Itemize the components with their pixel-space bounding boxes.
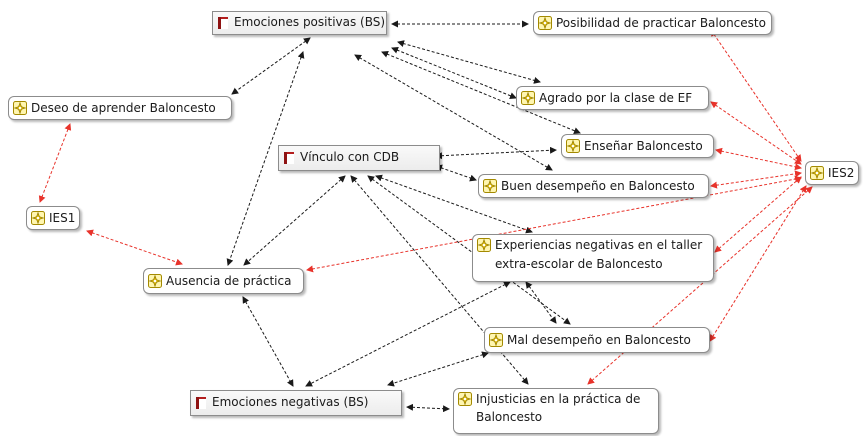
node-label: Agrado por la clase de EF: [539, 90, 693, 105]
node-emociones-negativas[interactable]: Emociones negativas (BS): [190, 390, 402, 416]
node-label: Emociones positivas (BS): [234, 15, 386, 29]
node-label-line-2: extra-escolar de Baloncesto: [495, 257, 663, 271]
document-icon: [216, 16, 230, 30]
relation-line-red: [86, 229, 183, 266]
node-label: Buen desempeño en Baloncesto: [501, 178, 695, 193]
node-injusticias-en-la-practica[interactable]: Injusticias en la práctica de Baloncesto: [453, 388, 659, 434]
relation-line-red: [714, 176, 802, 253]
relation-line: [406, 403, 450, 413]
relation-line: [435, 146, 557, 160]
code-icon: [538, 16, 552, 30]
code-icon: [483, 179, 497, 193]
code-icon: [489, 333, 503, 347]
code-icon: [521, 91, 535, 105]
relation-line-red: [710, 170, 802, 189]
node-label: Deseo de aprender Baloncesto: [31, 100, 216, 115]
node-label: Posibilidad de practicar Baloncesto: [556, 15, 766, 30]
node-deseo-de-aprender-baloncesto[interactable]: Deseo de aprender Baloncesto: [8, 96, 232, 120]
relation-line-red: [710, 29, 802, 162]
node-vinculo-con-cdb[interactable]: Vínculo con CDB: [278, 145, 440, 171]
relation-line: [525, 281, 557, 324]
node-label: IES2: [828, 165, 855, 180]
relation-line-red: [306, 175, 802, 273]
node-label: Emociones negativas (BS): [212, 395, 369, 409]
node-ensenar-baloncesto[interactable]: Enseñar Baloncesto: [561, 134, 714, 158]
relation-line: [387, 351, 489, 387]
node-label: IES1: [49, 210, 76, 225]
relation-line: [231, 37, 311, 95]
code-icon: [566, 139, 580, 153]
node-label: Mal desempeño en Baloncesto: [507, 332, 691, 347]
relation-line-red: [38, 123, 72, 203]
document-icon: [194, 396, 208, 410]
node-mal-desempeno-en-baloncesto[interactable]: Mal desempeño en Baloncesto: [484, 327, 710, 353]
node-ies1[interactable]: IES1: [26, 206, 80, 230]
code-icon: [31, 211, 45, 225]
code-icon: [810, 166, 824, 180]
node-label: Enseñar Baloncesto: [584, 138, 703, 153]
node-agrado-por-la-clase-de-ef[interactable]: Agrado por la clase de EF: [516, 86, 709, 110]
code-icon: [13, 101, 27, 115]
node-experiencias-negativas[interactable]: Experiencias negativas en el taller extr…: [472, 234, 714, 282]
code-icon: [477, 238, 491, 252]
relation-line: [391, 46, 517, 100]
relation-line-red: [710, 101, 802, 165]
document-icon: [282, 151, 296, 165]
node-posibilidad-de-practicar-baloncesto[interactable]: Posibilidad de practicar Baloncesto: [533, 11, 772, 35]
relation-line: [435, 164, 477, 182]
relation-line: [305, 281, 511, 387]
relation-line: [226, 51, 305, 266]
code-icon: [148, 274, 162, 288]
node-emociones-positivas[interactable]: Emociones positivas (BS): [212, 11, 387, 35]
node-label-line-1: Injusticias en la práctica de: [476, 392, 641, 406]
node-buen-desempeno-en-baloncesto[interactable]: Buen desempeño en Baloncesto: [478, 174, 709, 198]
node-label: Ausencia de práctica: [166, 273, 292, 288]
code-icon: [458, 392, 472, 406]
node-ausencia-de-practica[interactable]: Ausencia de práctica: [143, 268, 304, 294]
node-label-line-2: Baloncesto: [476, 410, 543, 424]
relation-line-red: [587, 186, 813, 385]
relation-line: [397, 40, 541, 84]
node-label-line-1: Experiencias negativas en el taller: [495, 238, 703, 252]
node-label: Vínculo con CDB: [300, 150, 400, 164]
relation-line: [242, 296, 294, 387]
node-ies2[interactable]: IES2: [805, 161, 859, 185]
relation-line: [243, 175, 346, 266]
relation-line-red: [715, 147, 802, 171]
